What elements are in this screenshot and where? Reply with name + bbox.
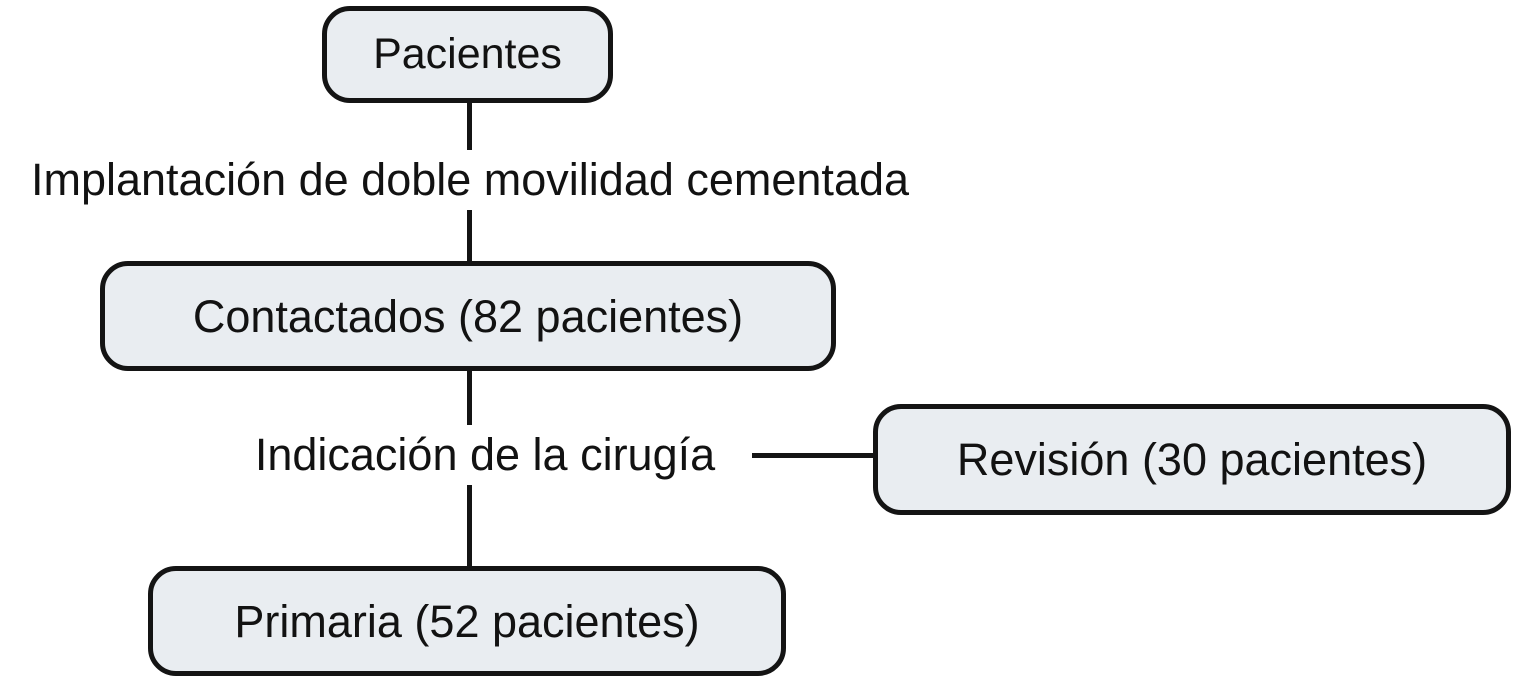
node-pacientes: Pacientes <box>322 6 613 103</box>
node-contactados: Contactados (82 pacientes) <box>100 261 836 371</box>
edge-label-indicacion: Indicación de la cirugía <box>244 425 726 485</box>
node-primaria-label: Primaria (52 pacientes) <box>234 595 700 647</box>
node-pacientes-label: Pacientes <box>373 30 562 78</box>
edge-label-implantacion: Implantación de doble movilidad cementad… <box>20 150 920 210</box>
node-revision: Revisión (30 pacientes) <box>873 404 1511 515</box>
node-revision-label: Revisión (30 pacientes) <box>956 434 1428 485</box>
connector-indicacion-revision <box>752 453 878 458</box>
node-primaria: Primaria (52 pacientes) <box>148 566 786 676</box>
node-contactados-label: Contactados (82 pacientes) <box>192 290 744 342</box>
